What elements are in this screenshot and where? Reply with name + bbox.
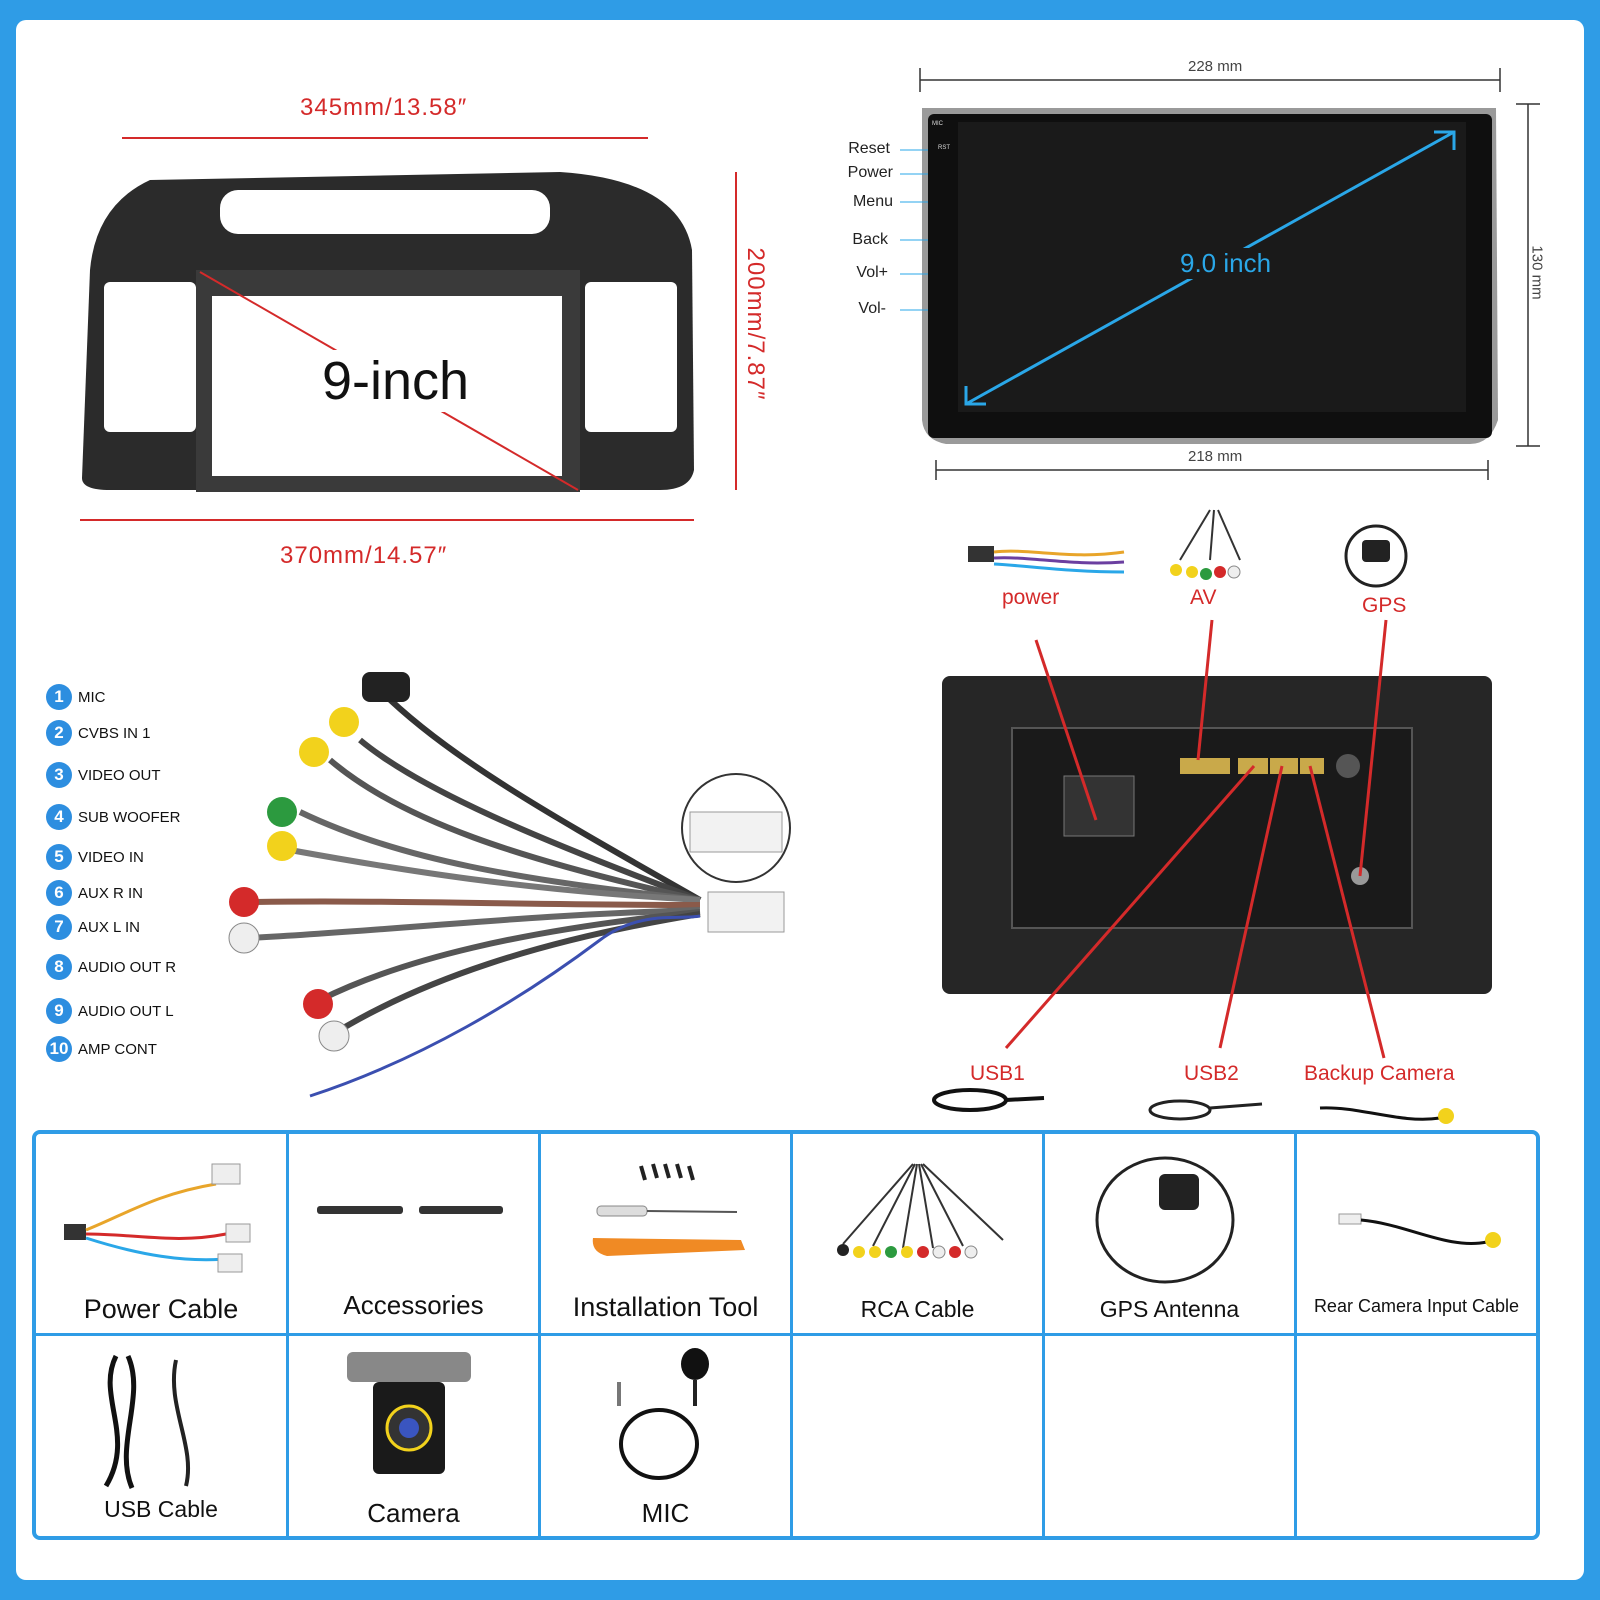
- legend-number-badge: 2: [46, 720, 72, 746]
- usb-port-b: [1270, 758, 1298, 774]
- usb2-cable-thumb: [1148, 1099, 1263, 1121]
- package-label: Power Cable: [83, 1294, 239, 1324]
- power-harness-thumb: [968, 546, 1125, 574]
- side-mic-label: MIC: [932, 121, 943, 127]
- legend-item-amp-cont: 10 AMP CONT: [46, 1036, 157, 1062]
- volup-control-label: Vol+: [856, 264, 888, 281]
- package-label: Rear Camera Input Cable: [1313, 1296, 1520, 1316]
- backup-camera-connector-label: Backup Camera: [1304, 1062, 1455, 1085]
- package-cell-rear-camera-cable: Rear Camera Input Cable: [1297, 1134, 1536, 1336]
- package-label: Installation Tool: [572, 1292, 759, 1322]
- gps-connector-label: GPS: [1362, 594, 1407, 617]
- legend-number-badge: 4: [46, 804, 72, 830]
- frame-right-vent: [585, 282, 677, 432]
- package-cell-empty: [1045, 1336, 1297, 1536]
- usb1-cable-thumb: [932, 1088, 1045, 1112]
- legend-item-audio-out-r: 8 AUDIO OUT R: [46, 954, 176, 980]
- package-cell-mic: MIC: [541, 1336, 793, 1536]
- legend-number-badge: 1: [46, 684, 72, 710]
- menu-control-label: Menu: [852, 193, 893, 210]
- av-port: [1180, 758, 1230, 774]
- legend-label: AMP CONT: [78, 1040, 157, 1058]
- frame-top-opening: [220, 190, 550, 234]
- package-cell-power-cable: Power Cable: [36, 1134, 289, 1336]
- legend-item-aux-r-in: 6 AUX R IN: [46, 880, 143, 906]
- frame-diagonal-label: 9-inch: [318, 350, 474, 412]
- legend-item-mic: 1 MIC: [46, 684, 106, 710]
- usb1-connector-label: USB1: [970, 1062, 1025, 1085]
- av-harness-thumb: [1170, 509, 1241, 580]
- camera-image: [347, 1352, 471, 1474]
- usb-cable-image: [103, 1354, 191, 1489]
- legend-item-sub-woofer: 4 SUB WOOFER: [46, 804, 181, 830]
- package-cell-usb-cable: USB Cable: [36, 1336, 289, 1536]
- legend-label: AUDIO OUT R: [78, 958, 177, 976]
- package-label: GPS Antenna: [1099, 1296, 1240, 1322]
- rca-cable-image: [837, 1163, 1004, 1259]
- backup-camera-cable-thumb: [1319, 1106, 1454, 1124]
- legend-label: CVBS IN 1: [78, 724, 151, 742]
- screen-height-label: 130 mm: [1528, 245, 1546, 300]
- legend-number-badge: 8: [46, 954, 72, 980]
- package-cell-empty: [793, 1336, 1045, 1536]
- package-label: RCA Cable: [860, 1296, 975, 1322]
- legend-item-cvbs-in: 2 CVBS IN 1: [46, 720, 151, 746]
- package-label: MIC: [641, 1498, 690, 1528]
- legend-label: AUX L IN: [78, 918, 140, 936]
- power-cable-image: [64, 1163, 251, 1273]
- package-contents-grid: Power Cable Accessories Installation Too…: [32, 1130, 1540, 1540]
- gps-antenna-image: [1095, 1156, 1235, 1284]
- power-port: [1063, 775, 1135, 837]
- frame-top-width-label: 345mm/13.58″: [300, 94, 468, 121]
- screen-bottom-width-label: 218 mm: [1188, 448, 1243, 465]
- screen-top-width-label: 228 mm: [1188, 58, 1243, 75]
- side-rst-label: RST: [938, 145, 950, 151]
- gps-antenna-thumb: [1344, 524, 1408, 588]
- package-cell-rca-cable: RCA Cable: [793, 1134, 1045, 1336]
- legend-label: SUB WOOFER: [78, 808, 181, 826]
- voldown-control-label: Vol-: [858, 300, 886, 317]
- installation-tool-image: [592, 1163, 745, 1256]
- legend-number-badge: 5: [46, 844, 72, 870]
- legend-label: MIC: [78, 688, 106, 706]
- legend-label: VIDEO OUT: [78, 766, 161, 784]
- accessories-image: [317, 1206, 503, 1214]
- reset-control-label: Reset: [848, 140, 890, 157]
- package-cell-accessories: Accessories: [289, 1134, 541, 1336]
- package-cell-gps-antenna: GPS Antenna: [1045, 1134, 1297, 1336]
- legend-label: AUDIO OUT L: [78, 1002, 174, 1020]
- package-label: USB Cable: [104, 1496, 218, 1522]
- legend-number-badge: 7: [46, 914, 72, 940]
- rear-camera-cable-image: [1338, 1213, 1501, 1248]
- screen-diagonal-label: 9.0 inch: [1176, 248, 1276, 279]
- package-label: Camera: [367, 1498, 460, 1528]
- back-control-label: Back: [852, 231, 888, 248]
- frame-height-label: 200mm/7.87″: [742, 247, 769, 401]
- mic-image: [617, 1348, 709, 1480]
- package-cell-installation-tool: Installation Tool: [541, 1134, 793, 1336]
- package-label: Accessories: [343, 1290, 484, 1320]
- package-cell-empty: [1297, 1336, 1536, 1536]
- camera-port: [1300, 758, 1324, 774]
- frame-bottom-width-label: 370mm/14.57″: [280, 542, 448, 569]
- usb2-connector-label: USB2: [1184, 1062, 1239, 1085]
- legend-number-badge: 3: [46, 762, 72, 788]
- legend-item-audio-out-l: 9 AUDIO OUT L: [46, 998, 174, 1024]
- legend-number-badge: 10: [46, 1036, 72, 1062]
- package-cell-camera: Camera: [289, 1336, 541, 1536]
- legend-item-video-in: 5 VIDEO IN: [46, 844, 144, 870]
- gps-port: [1336, 754, 1360, 778]
- legend-number-badge: 6: [46, 880, 72, 906]
- frame-left-vent: [104, 282, 196, 432]
- legend-label: AUX R IN: [78, 884, 144, 902]
- rca-harness-illustration: [228, 672, 791, 1098]
- power-connector-label: power: [1002, 586, 1060, 609]
- legend-number-badge: 9: [46, 998, 72, 1024]
- legend-label: VIDEO IN: [78, 848, 144, 866]
- av-connector-label: AV: [1190, 586, 1217, 609]
- power-control-label: Power: [847, 164, 893, 181]
- legend-item-video-out: 3 VIDEO OUT: [46, 762, 161, 788]
- legend-item-aux-l-in: 7 AUX L IN: [46, 914, 140, 940]
